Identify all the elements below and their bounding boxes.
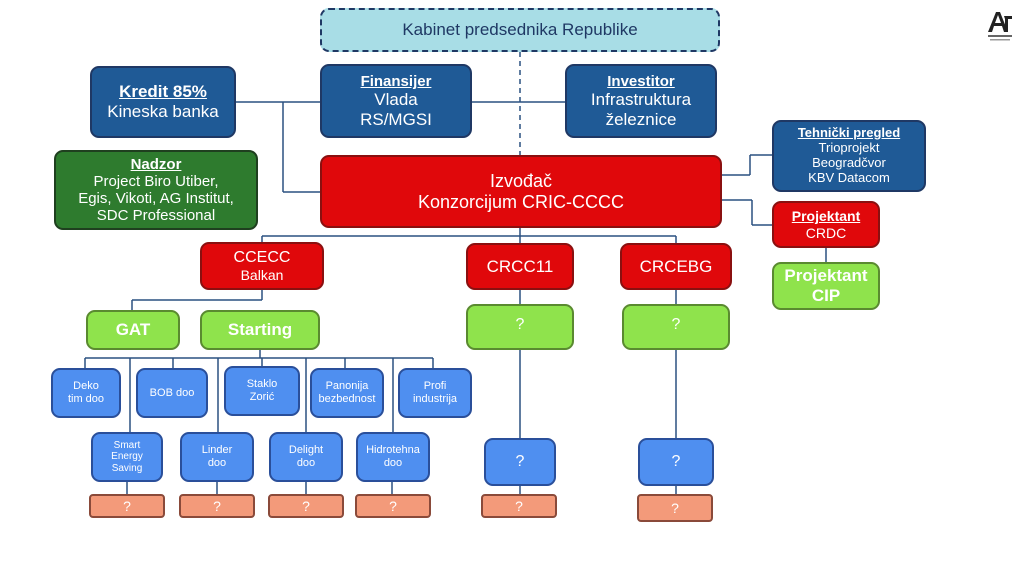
node-gat-label: GAT xyxy=(115,320,151,340)
agency-logo xyxy=(988,12,1012,41)
node-investitor-line1: Infrastruktura xyxy=(590,90,692,110)
node-investitor-title: Investitor xyxy=(607,72,675,90)
node-kredit-line1: Kineska banka xyxy=(107,102,219,121)
node-unknown-salmon-4: ? xyxy=(355,494,431,518)
node-starting-label: Starting xyxy=(227,320,293,340)
node-investitor-line2: železnice xyxy=(605,109,677,129)
node-crcc11: CRCC11 xyxy=(466,243,574,290)
sub-line1: BOB doo xyxy=(149,386,195,399)
sub-line2: industrija xyxy=(412,393,458,405)
node-kredit-title: Kredit 85% xyxy=(119,82,207,102)
node-nadzor: Nadzor Project Biro Utiber, Egis, Vikoti… xyxy=(54,150,258,230)
node-nadzor-line2: Egis, Vikoti, AG Institut, xyxy=(78,190,234,207)
unknown-label: ? xyxy=(213,497,221,514)
node-unknown-salmon-6: ? xyxy=(637,494,713,522)
unknown-label: ? xyxy=(389,497,397,514)
node-crcebg-unknown-2: ? xyxy=(638,438,714,486)
node-ccecc-balkan: CCECC Balkan xyxy=(200,242,324,290)
node-tehnicki-title: Tehnički pregled xyxy=(797,125,901,141)
sub-line2: bezbednost xyxy=(318,393,376,405)
node-sub-staklo: Staklo Zorić xyxy=(224,366,300,416)
node-unknown-salmon-3: ? xyxy=(268,494,344,518)
node-unknown-salmon-2: ? xyxy=(179,494,255,518)
unknown-label: ? xyxy=(515,452,525,470)
node-tehnicki-pregled: Tehnički pregled Trioprojekt Beogradčvor… xyxy=(772,120,926,192)
node-crcebg-label: CRCEBG xyxy=(639,256,713,276)
node-sub-panonija: Panonija bezbednost xyxy=(310,368,384,418)
node-projektant-cip-line1: Projektant xyxy=(784,266,868,286)
sub-line1: Staklo xyxy=(246,378,278,391)
node-sub-linder: Linder doo xyxy=(180,432,254,482)
node-tehnicki-line3: KBV Datacom xyxy=(808,169,890,185)
sub-line2: doo xyxy=(383,457,403,469)
node-crcc11-unknown-2: ? xyxy=(484,438,556,486)
node-finansijer-line1: Vlada xyxy=(374,90,418,110)
sub-line2: Zorić xyxy=(249,391,275,403)
node-sub-deko: Deko tim doo xyxy=(51,368,121,418)
unknown-label: ? xyxy=(302,497,310,514)
sub-line1: Panonija xyxy=(325,380,369,393)
unknown-label: ? xyxy=(671,452,681,470)
node-sub-bob: BOB doo xyxy=(136,368,208,418)
sub-line2: doo xyxy=(296,457,316,469)
sub-line1: Delight xyxy=(288,444,324,457)
node-nadzor-title: Nadzor xyxy=(130,155,182,173)
unknown-label: ? xyxy=(515,316,525,333)
node-unknown-salmon-1: ? xyxy=(89,494,165,518)
sub-line1: Deko xyxy=(73,380,99,393)
node-projektant-crdc-title: Projektant xyxy=(791,208,861,225)
node-ccecc-line1: CCECC xyxy=(233,248,291,266)
node-crcebg-unknown-1: ? xyxy=(622,304,730,350)
unknown-label: ? xyxy=(671,499,679,516)
node-unknown-salmon-5: ? xyxy=(481,494,557,518)
node-finansijer: Finansijer Vlada RS/MGSI xyxy=(320,64,472,138)
node-investitor: Investitor Infrastruktura železnice xyxy=(565,64,717,138)
unknown-label: ? xyxy=(123,497,131,514)
node-izvodjac-line1: Izvođač xyxy=(489,170,553,191)
node-finansijer-title: Finansijer xyxy=(360,72,432,90)
unknown-label: ? xyxy=(671,316,681,333)
top-node-kabinet: Kabinet predsednika Republike xyxy=(320,8,720,52)
node-projektant-cip-line2: CIP xyxy=(811,286,841,305)
node-izvodjac-line2: Konzorcijum CRIC-CCCC xyxy=(417,191,625,212)
node-gat: GAT xyxy=(86,310,180,350)
node-sub-delight: Delight doo xyxy=(269,432,343,482)
node-kredit: Kredit 85% Kineska banka xyxy=(90,66,236,138)
top-node-label: Kabinet predsednika Republike xyxy=(402,20,638,40)
node-projektant-crdc: Projektant CRDC xyxy=(772,201,880,248)
unknown-label: ? xyxy=(515,497,523,514)
node-sub-smart-energy: Smart Energy Saving xyxy=(91,432,163,482)
node-projektant-crdc-line1: CRDC xyxy=(805,224,847,241)
node-crcc11-label: CRCC11 xyxy=(486,256,554,276)
node-sub-profi: Profi industrija xyxy=(398,368,472,418)
node-projektant-cip: Projektant CIP xyxy=(772,262,880,310)
sub-line2: Energy xyxy=(111,451,143,463)
node-tehnicki-line1: Trioprojekt xyxy=(818,140,880,156)
node-nadzor-line3: SDC Professional xyxy=(96,207,216,225)
sub-line2: tim doo xyxy=(67,393,105,405)
node-crcebg: CRCEBG xyxy=(620,243,732,290)
sub-line2: doo xyxy=(207,457,227,469)
sub-line3: Saving xyxy=(111,462,143,474)
sub-line1: Hidrotehna xyxy=(366,444,420,457)
node-tehnicki-line2: Beogradčvor xyxy=(812,155,886,170)
node-finansijer-line2: RS/MGSI xyxy=(360,109,432,129)
node-nadzor-line1: Project Biro Utiber, xyxy=(93,172,219,190)
node-ccecc-line2: Balkan xyxy=(240,267,284,284)
sub-line1: Smart xyxy=(113,439,141,451)
sub-line1: Linder xyxy=(201,444,233,457)
node-sub-hidrotehna: Hidrotehna doo xyxy=(356,432,430,482)
sub-line1: Profi xyxy=(423,380,447,393)
node-starting: Starting xyxy=(200,310,320,350)
node-crcc11-unknown-1: ? xyxy=(466,304,574,350)
node-izvodjac: Izvođač Konzorcijum CRIC-CCCC xyxy=(320,155,722,228)
